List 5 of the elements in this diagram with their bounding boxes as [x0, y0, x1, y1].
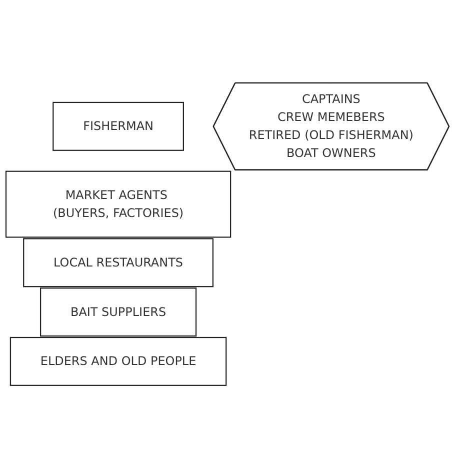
node-box: FISHERMAN: [52, 102, 184, 152]
node-box: MARKET AGENTS (BUYERS, FACTORIES): [5, 171, 232, 238]
node-box: BAIT SUPPLIERS: [40, 288, 197, 337]
node-box: LOCAL RESTAURANTS: [23, 238, 214, 288]
node-box: ELDERS AND OLD PEOPLE: [10, 337, 227, 386]
